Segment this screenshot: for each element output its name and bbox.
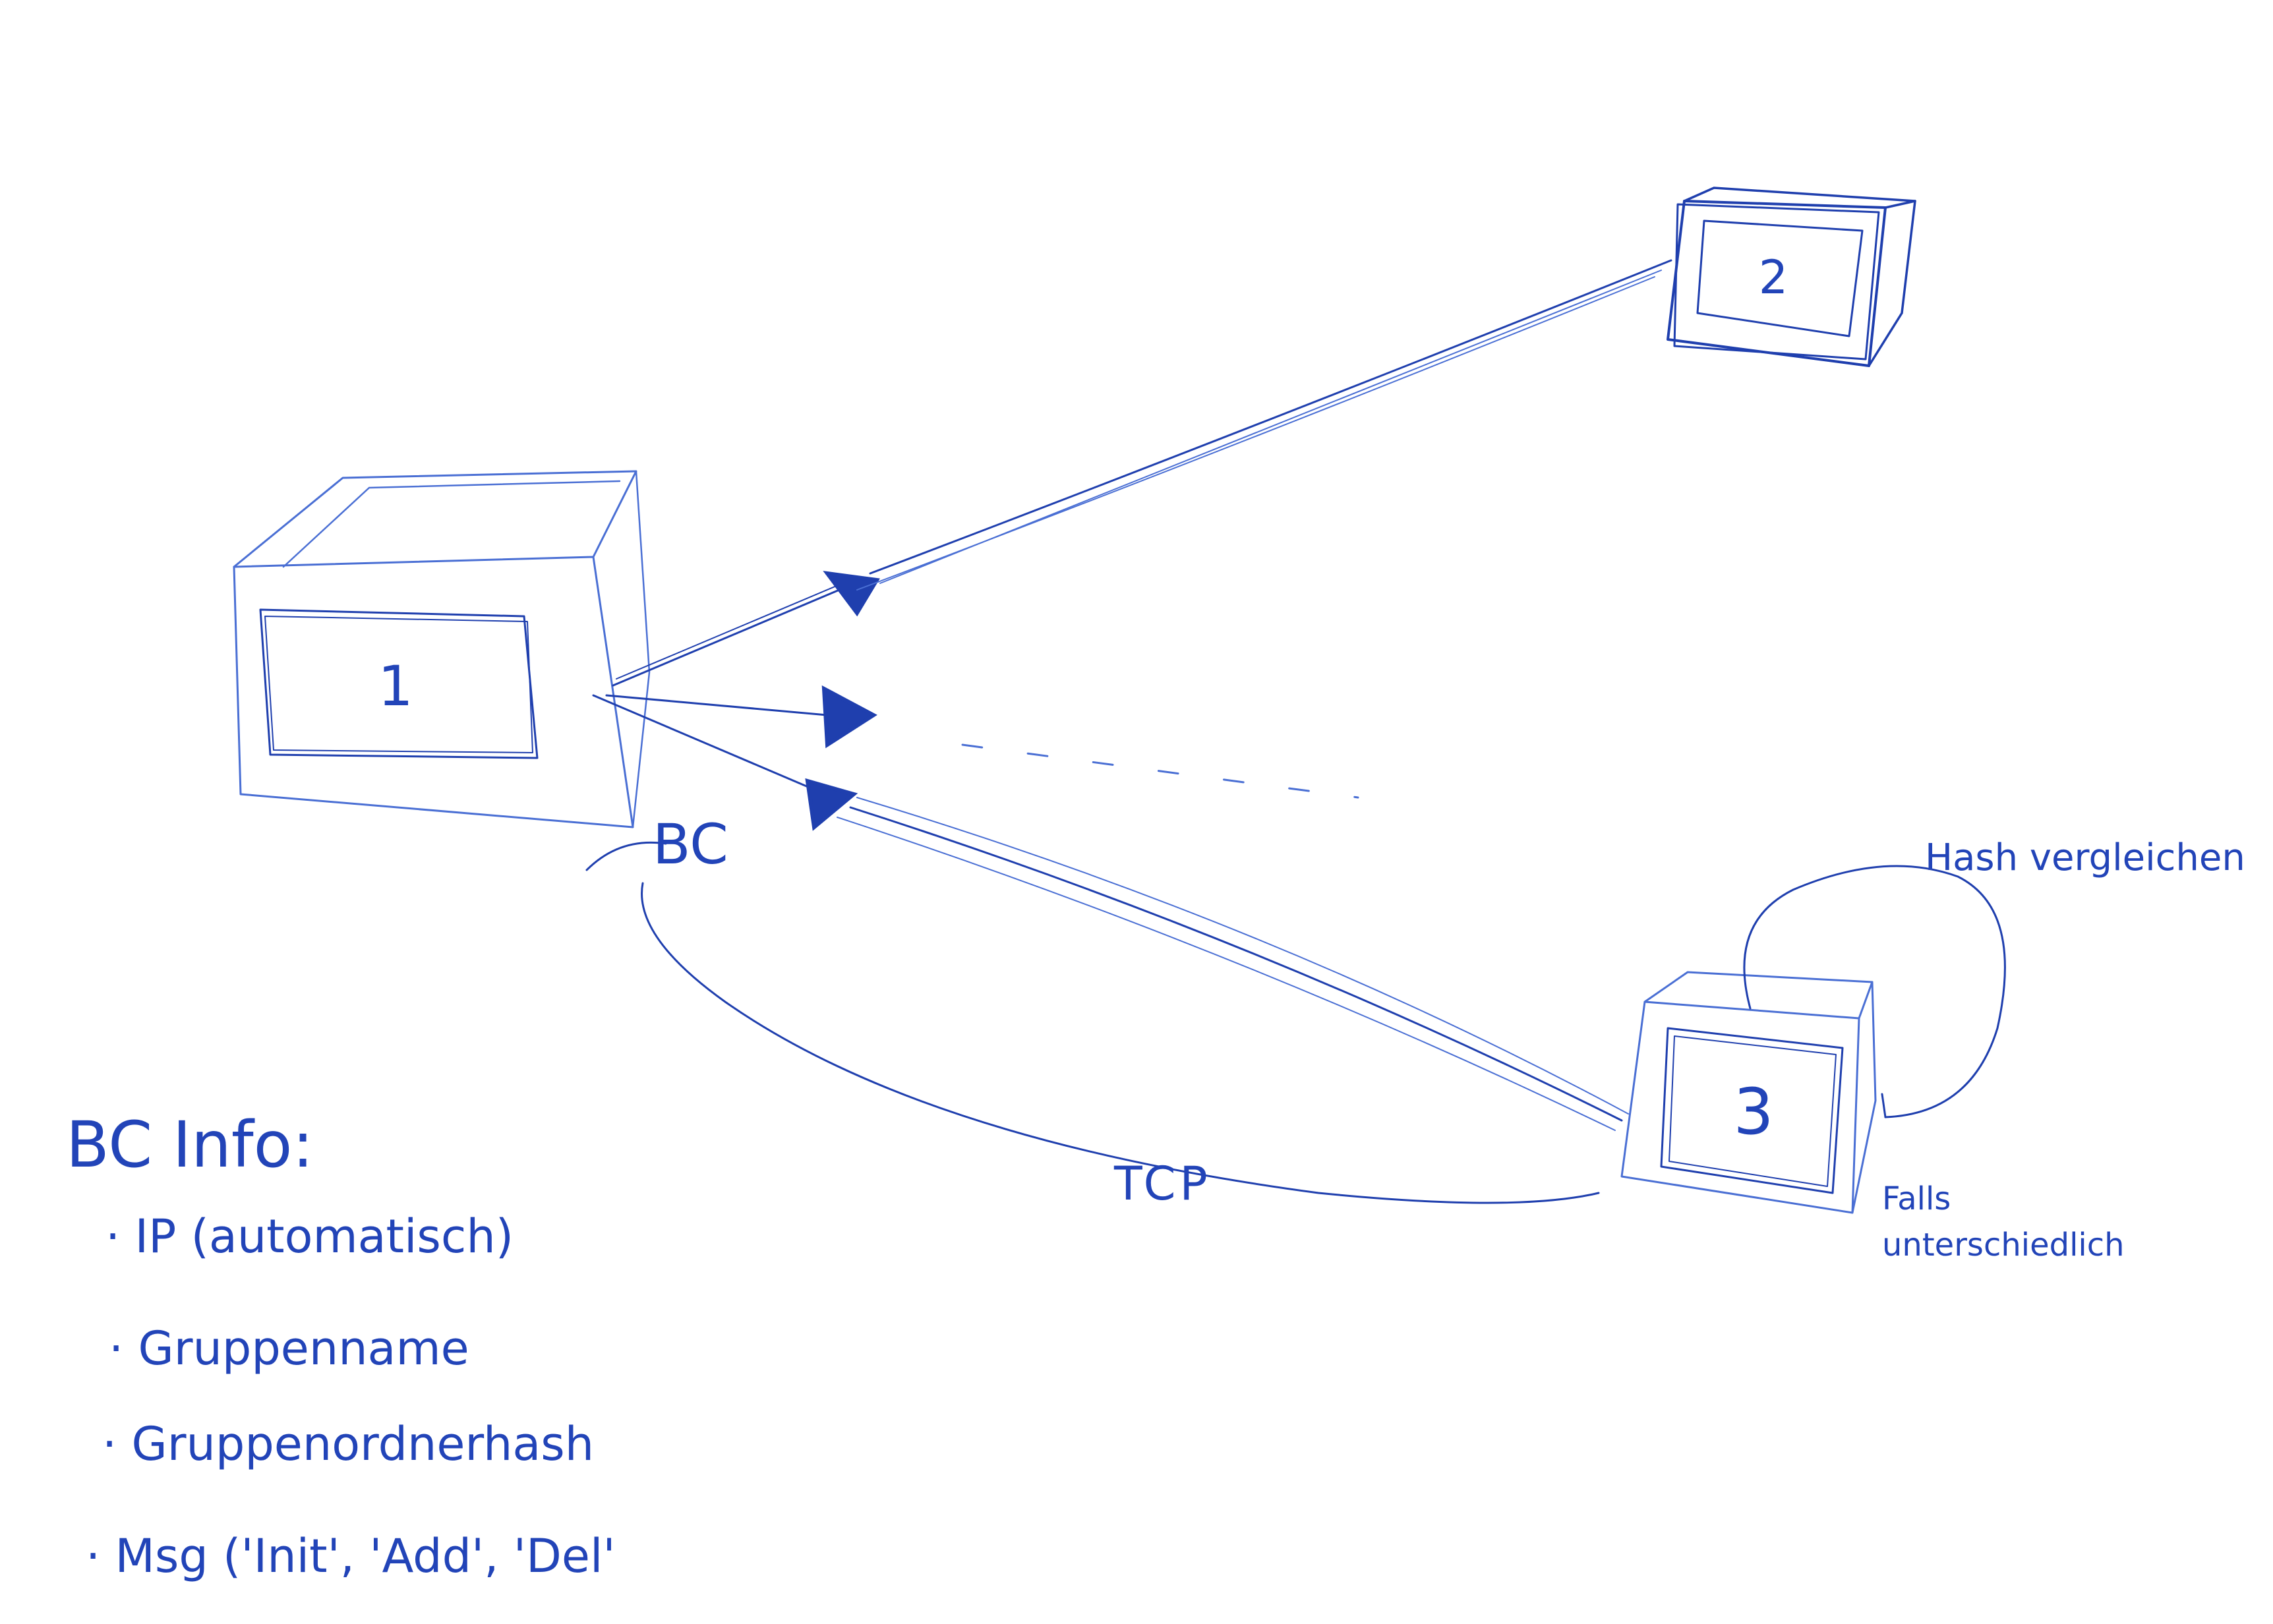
arrow-middle-dashed: [961, 743, 1359, 799]
link-2-to-1-line-3: [856, 276, 1655, 591]
computer-3: 3: [1620, 971, 1877, 1214]
computer-1-label: 1: [378, 654, 413, 718]
computer-3-label: 3: [1733, 1075, 1773, 1149]
bc-info-item-groupname: · Gruppenname: [109, 1321, 469, 1376]
arrow-upper-head: [823, 571, 880, 617]
bc-info-item-ip: · IP (automatisch): [105, 1209, 514, 1263]
computer-1-side-face: [632, 470, 651, 828]
computer-2-top-face: [1683, 187, 1916, 209]
link-3-to-1: [837, 797, 1629, 1131]
link-2-to-1: [856, 259, 1672, 591]
computer-3-screen-inner: [1668, 1035, 1837, 1187]
computer-1-screen: [259, 608, 539, 759]
link-3-to-1-line-2: [837, 817, 1616, 1131]
bc-annotation: BC: [585, 812, 728, 877]
computer-2-outline-sketch: [1673, 203, 1880, 361]
bc-label: BC: [653, 812, 728, 877]
arrow-upper-line-2: [616, 579, 851, 680]
hash-loop-curve: [1743, 865, 2006, 1118]
arrow-middle-head: [821, 685, 877, 749]
hash-loop-hook: [1881, 1093, 1887, 1118]
computer-2: 2: [1667, 187, 1916, 367]
tcp-curve: [641, 882, 1600, 1204]
computer-2-label: 2: [1759, 250, 1788, 304]
computer-1-screen-inner: [264, 616, 533, 753]
computer-2-side-face: [1868, 200, 1916, 367]
link-2-to-1-line: [869, 259, 1672, 575]
if-different-label-2: unterschiedlich: [1882, 1227, 2125, 1263]
computer-3-top-face: [1643, 971, 1874, 1020]
tcp-label: TCP: [1113, 1157, 1212, 1211]
bc-info-item-folderhash: · Gruppenordnerhash: [102, 1417, 594, 1471]
hash-compare-label: Hash vergleichen: [1925, 836, 2245, 879]
computer-1-top-face: [233, 470, 637, 568]
broadcast-arrows: [592, 571, 1359, 831]
bc-info-title: BC Info:: [66, 1108, 314, 1182]
bc-info-notes: BC Info: · IP (automatisch) · Gruppennam…: [66, 1108, 616, 1583]
if-different-label-1: Falls: [1882, 1180, 1951, 1217]
computer-1-outline: [233, 556, 634, 828]
computer-3-side-face: [1851, 981, 1877, 1214]
computer-1-top-face-extra: [282, 480, 621, 568]
arrow-upper-line: [612, 585, 848, 687]
arrow-middle-line: [605, 694, 829, 716]
arrow-lower-head: [805, 778, 858, 831]
arrow-lower-line: [592, 694, 819, 792]
link-3-to-1-line: [849, 806, 1623, 1122]
computer-2-screen: [1696, 219, 1864, 337]
bc-info-item-msg: · Msg ('Init', 'Add', 'Del': [86, 1529, 616, 1583]
bc-bracket: [585, 841, 667, 871]
computer-1: 1: [233, 470, 651, 828]
link-3-to-1-line-3: [856, 797, 1629, 1115]
computer-3-screen: [1660, 1027, 1844, 1194]
tcp-link: TCP: [641, 882, 1600, 1211]
hash-compare-loop: Hash vergleichen Falls unterschiedlich: [1743, 836, 2245, 1263]
